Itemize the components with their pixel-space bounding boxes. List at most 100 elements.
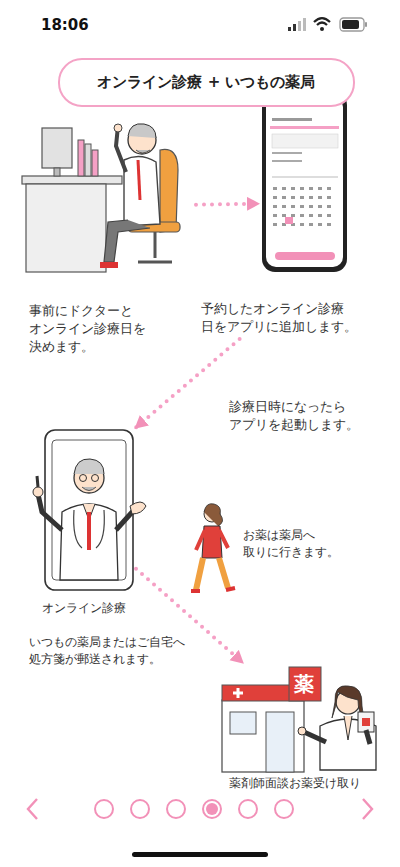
calendar-phone-part	[272, 134, 338, 148]
calendar-phone-part	[272, 152, 302, 154]
video-call-doctor-part	[45, 430, 133, 590]
video-call-doctor-part	[80, 475, 87, 482]
video-call-doctor-part	[74, 510, 105, 548]
pharmacy	[222, 667, 376, 772]
pagination-part	[363, 799, 372, 819]
doctor-desk-part	[85, 144, 91, 176]
calendar-phone-part	[273, 223, 277, 226]
calendar-phone-part	[327, 205, 331, 208]
calendar-phone-part	[273, 196, 277, 199]
video-call-doctor-part	[74, 459, 104, 474]
calendar-phone-part	[273, 214, 277, 217]
status-icons	[288, 18, 367, 31]
calendar-phone-part	[327, 196, 331, 199]
dotted-arrow	[196, 204, 259, 205]
pagination	[28, 799, 372, 819]
status-icons-part	[293, 24, 296, 31]
doctor-desk-part	[128, 124, 156, 138]
step-caption: 予約したオンライン診療 日をアプリに追加します。	[200, 300, 358, 336]
step-panel: オンライン診療	[45, 430, 133, 590]
calendar-phone-part	[275, 252, 335, 260]
video-call-doctor-part	[82, 487, 96, 491]
status-icons-part	[288, 27, 291, 31]
pagination-part	[239, 800, 257, 818]
pagination-part	[167, 800, 185, 818]
pagination-part	[206, 803, 218, 815]
calendar-phone-part	[262, 92, 347, 272]
calendar-phone-part	[291, 205, 295, 208]
dotted-arrow	[135, 339, 239, 428]
pagination-part	[28, 799, 37, 819]
calendar-phone-part	[318, 214, 322, 217]
sign-text: 薬	[289, 669, 319, 699]
pharmacy-part	[362, 718, 370, 726]
calendar-phone-part	[327, 187, 331, 190]
pharmacy-part	[230, 712, 256, 734]
calendar-phone-part	[300, 187, 304, 190]
calendar-phone-part	[282, 205, 286, 208]
calendar-phone-part	[309, 223, 313, 226]
walking-woman-part	[204, 504, 223, 526]
doctor-desk-part	[54, 168, 60, 176]
status-icons-part	[298, 21, 301, 31]
status-icons-part	[342, 20, 359, 29]
calendar-phone-part	[327, 214, 331, 217]
title-text: オンライン診療 + いつもの薬局	[97, 73, 315, 92]
calendar-phone-part	[291, 196, 295, 199]
step-caption: オンライン診療	[41, 600, 127, 617]
pharmacy-part	[266, 712, 294, 772]
pharmacy-part	[304, 732, 326, 742]
pharmacy-part	[298, 727, 306, 735]
walking-woman-part	[191, 588, 235, 591]
doctor-desk-part	[136, 150, 150, 153]
doctor-desk-part	[78, 140, 84, 176]
calendar-phone-part	[272, 176, 338, 178]
calendar-phone-part	[272, 160, 302, 162]
video-call-doctor-part	[52, 440, 126, 580]
calendar-phone-part	[270, 126, 339, 129]
pharmacy-part	[358, 712, 374, 732]
video-call-doctor-part	[60, 504, 118, 580]
pharmacy-part	[222, 700, 304, 772]
pagination-part	[131, 800, 149, 818]
calendar-phone-part	[309, 214, 313, 217]
calendar-phone-part	[300, 223, 304, 226]
doctor-desk-part	[42, 128, 72, 168]
status-icons-part	[365, 22, 367, 27]
calendar-phone-part	[300, 196, 304, 199]
calendar-phone-part	[272, 118, 312, 121]
video-call-doctor-part	[33, 487, 43, 497]
pharmacy-part	[344, 716, 352, 740]
doctor-desk	[22, 124, 180, 272]
doctor-desk-part	[100, 262, 118, 268]
title-pill: オンライン診療 + いつもの薬局	[58, 58, 355, 107]
status-icons-part	[303, 18, 306, 31]
step-panel: 薬薬剤師面談お薬受け取り	[222, 665, 378, 773]
calendar-phone-part	[327, 223, 331, 226]
video-call-doctor	[33, 430, 146, 590]
home-indicator	[132, 852, 268, 857]
doctor-desk-part	[92, 150, 98, 176]
pagination-part	[203, 800, 221, 818]
walking-woman-part	[196, 558, 228, 590]
calendar-phone	[262, 92, 347, 272]
calendar-phone-part	[300, 214, 304, 217]
calendar-phone-part	[273, 187, 277, 190]
step-caption: 事前にドクターと オンライン診療日を 決めます。	[28, 302, 147, 357]
pharmacy-part	[289, 667, 321, 701]
doctor-desk-part	[138, 232, 172, 262]
status-time: 18:06	[40, 15, 90, 36]
video-call-doctor-part	[37, 476, 38, 487]
doctor-desk-part	[114, 124, 122, 132]
note-label: いつもの薬局またはご自宅へ 処方箋が郵送されます。	[28, 634, 186, 668]
status-icons-part	[340, 18, 364, 31]
pagination-part	[275, 800, 293, 818]
calendar-grid	[273, 187, 331, 226]
doctor-desk-part	[26, 184, 106, 272]
calendar-phone-part	[309, 196, 313, 199]
arrow-label: 診療日時になったら アプリを起動します。	[228, 398, 360, 434]
walking-woman	[191, 504, 235, 591]
doctor-desk-part	[104, 220, 150, 262]
video-call-doctor-part	[130, 502, 146, 514]
doctor-desk-part	[160, 149, 178, 232]
